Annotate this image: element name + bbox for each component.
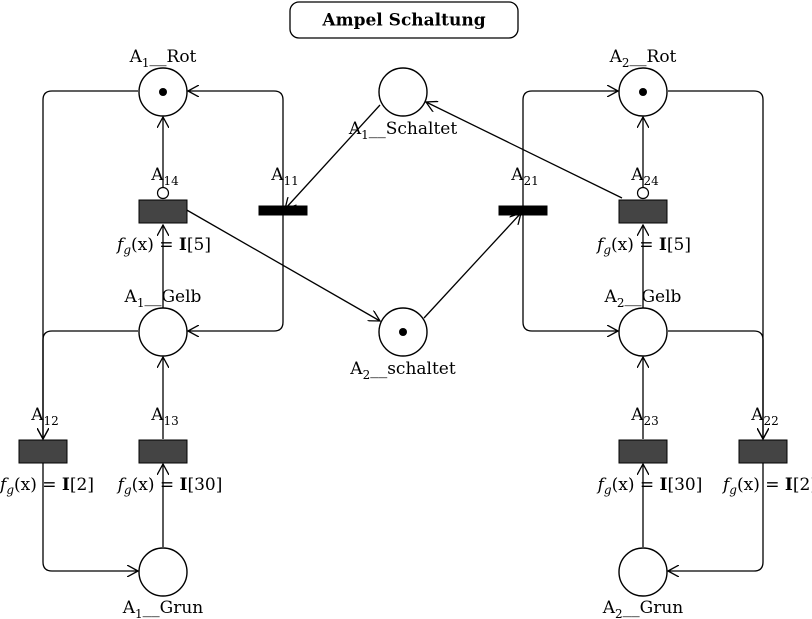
- transitions: [18, 199, 788, 464]
- place-labels: A1__Rot A1__Schaltet A2__Rot A1__Gelb A2…: [122, 47, 684, 619]
- arc-a11-to-a1-rot: [188, 91, 284, 211]
- place-a1-grun: [138, 547, 188, 597]
- arc-a2-rot-to-a22: [668, 90, 763, 439]
- delay-label-a13: fg(x) = I[30]: [116, 475, 223, 497]
- label-a1-grun: A1__Grun: [122, 598, 204, 619]
- delay-label-a24: fg(x) = I[5]: [595, 235, 691, 257]
- diagram-title: Ampel Schaltung: [321, 11, 485, 31]
- delay-label-a12: fg(x) = I[2]: [0, 475, 94, 497]
- label-a2-schaltet: A2__schaltet: [349, 359, 456, 382]
- token-a2-rot: [639, 88, 647, 96]
- label-a21: A21: [510, 165, 539, 188]
- transition-a21: [498, 205, 548, 216]
- transition-a23: [618, 439, 668, 464]
- delay-label-a22: fg(x) = I[2]: [721, 475, 812, 497]
- transition-a22: [738, 439, 788, 464]
- delay-label-a23: fg(x) = I[30]: [596, 475, 703, 497]
- label-a12: A12: [30, 405, 59, 428]
- arc-a22-to-a2-grun: [668, 463, 764, 571]
- transition-a24: [618, 199, 668, 224]
- arc-a11-to-a1-gelb: [188, 211, 284, 331]
- label-a2-rot: A2__Rot: [609, 47, 677, 70]
- arc-a2-gelb-to-a22: [668, 330, 763, 439]
- place-a1-gelb: [138, 307, 188, 357]
- arc-a2-schaltet-to-a21: [423, 213, 521, 319]
- arc-a1-rot-to-a12: [43, 90, 138, 439]
- label-a1-gelb: A1__Gelb: [124, 287, 202, 310]
- arc-a21-to-a2-rot: [522, 91, 618, 211]
- token-a1-rot: [159, 88, 167, 96]
- token-a2-schaltet: [399, 328, 407, 336]
- label-a1-rot: A1__Rot: [129, 47, 197, 70]
- label-a2-gelb: A2__Gelb: [604, 287, 682, 310]
- label-a14: A14: [150, 165, 179, 188]
- label-a24: A24: [630, 165, 659, 188]
- arc-a21-to-a2-gelb: [522, 211, 618, 331]
- label-a13: A13: [150, 405, 179, 428]
- delay-labels: fg(x) = I[5] fg(x) = I[5] fg(x) = I[2] f…: [0, 235, 812, 497]
- place-a2-grun: [618, 547, 668, 597]
- label-a23: A23: [630, 405, 659, 428]
- transition-labels: A14 A11 A21 A24 A12 A13 A23 A22: [30, 165, 779, 428]
- transition-a14: [138, 199, 188, 224]
- arc-a1-gelb-to-a12: [43, 330, 138, 439]
- label-a2-grun: A2__Grun: [602, 598, 684, 619]
- arcs: [43, 91, 763, 571]
- places: [138, 67, 668, 597]
- arc-a12-to-a1-grun: [42, 463, 138, 571]
- label-a1-schaltet: A1__Schaltet: [348, 119, 458, 142]
- transition-a13: [138, 439, 188, 464]
- transition-a12: [18, 439, 68, 464]
- place-a1-schaltet: [378, 67, 428, 117]
- arc-a14-to-a2-schaltet: [184, 208, 380, 321]
- arc-a24-to-a1-schaltet: [426, 102, 623, 199]
- place-a2-gelb: [618, 307, 668, 357]
- inhibitor-a24: [636, 186, 650, 200]
- label-a22: A22: [750, 405, 779, 428]
- delay-label-a14: fg(x) = I[5]: [115, 235, 211, 257]
- label-a11: A11: [270, 165, 299, 188]
- transition-a11: [258, 205, 308, 216]
- inhibitor-a14: [156, 186, 170, 200]
- title-box: Ampel Schaltung: [289, 1, 519, 39]
- arc-a1-schaltet-to-a11: [285, 104, 381, 209]
